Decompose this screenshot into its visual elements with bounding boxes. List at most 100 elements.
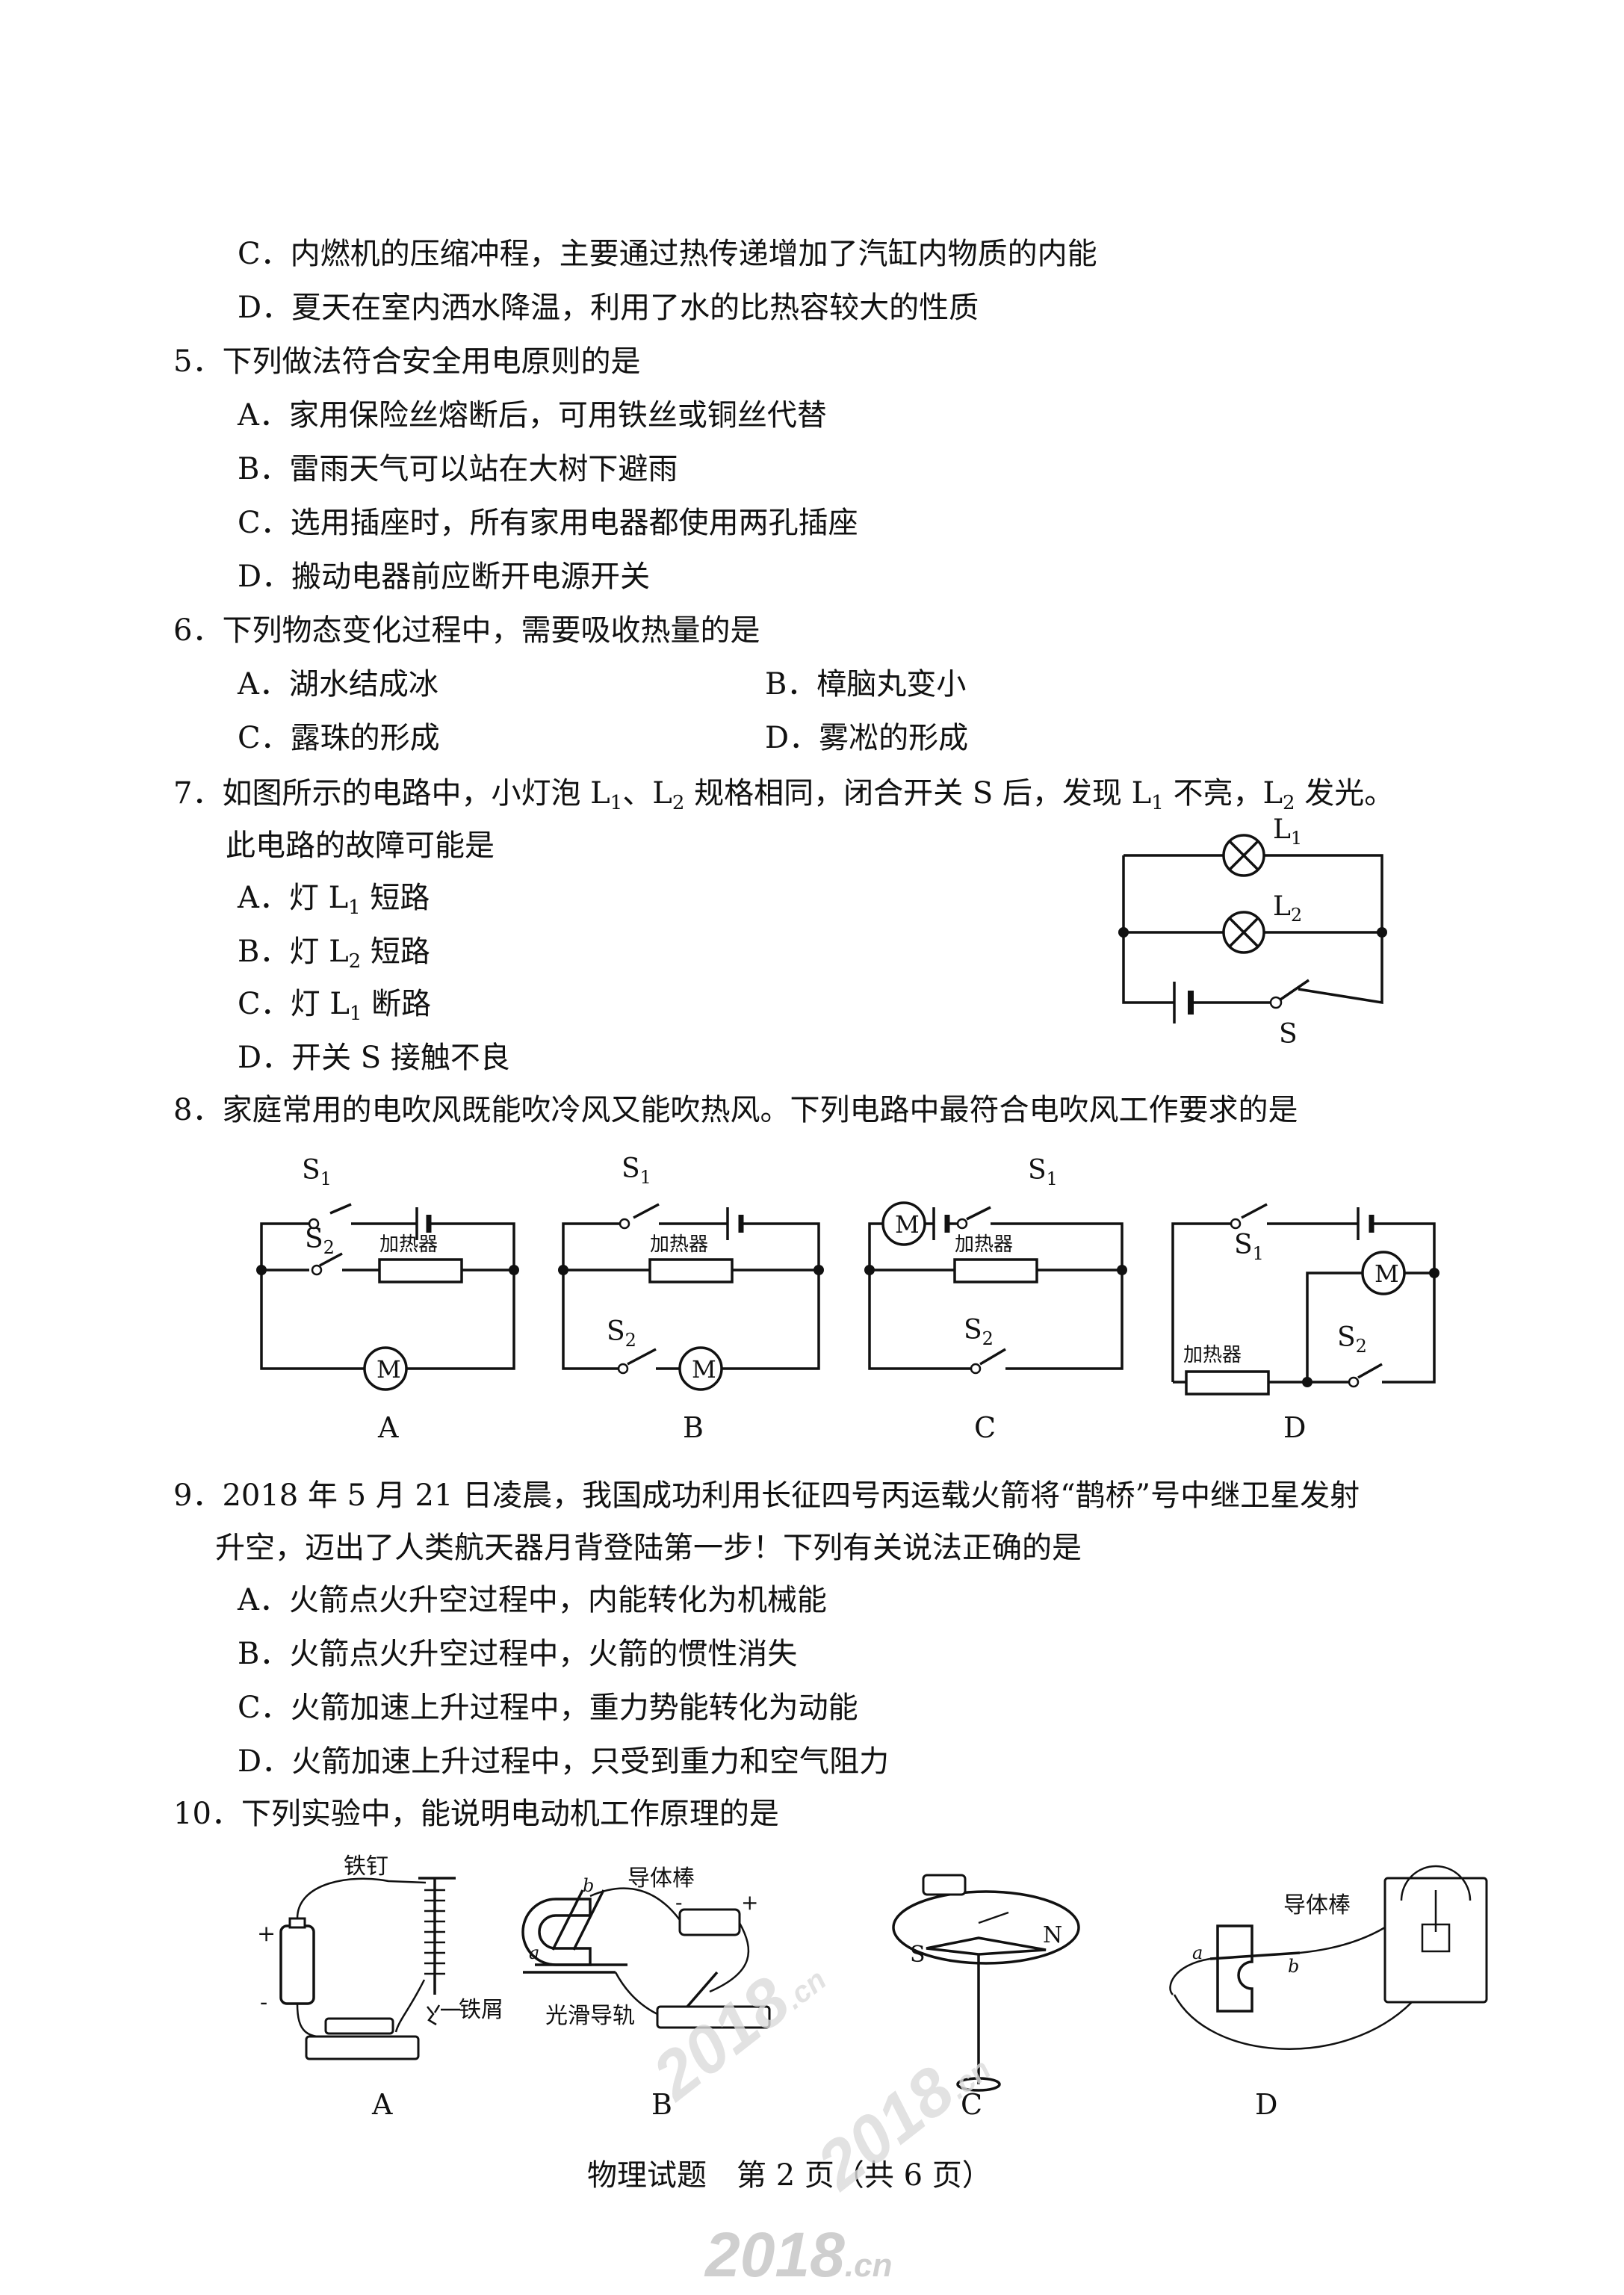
option-label-b: B [683,1411,704,1444]
switch-s1-label: S1 [622,1153,651,1188]
heater-label: 加热器 [379,1233,438,1256]
option-label-c: C [974,1411,996,1444]
q6-option-d: D．雾凇的形成 [765,721,969,755]
q5-stem: 5．下列做法符合安全用电原则的是 [173,344,641,379]
a-label: a [1192,1942,1203,1963]
q6-option-c: C．露珠的形成 [238,721,440,755]
q7-option-part: 短路 [361,935,430,969]
s-label: S [1279,1019,1298,1050]
experiment-c: N S [892,1874,1080,2092]
q5-option-d: D．搬动电器前应断开电源开关 [238,560,651,594]
minus-sign: - [260,1989,267,2016]
q7-stem-part: 规格相同，闭合开关 S 后，发现 L [684,776,1152,811]
switch-s1-label: S1 [302,1155,332,1189]
q6-stem: 6．下列物态变化过程中，需要吸收热量的是 [173,613,760,648]
b-label: b [1288,1956,1299,1977]
circuit-a [256,1203,519,1391]
q8-stem: 8．家庭常用的电吹风既能吹冷风又能吹热风。下列电路中最符合电吹风工作要求的是 [173,1093,1298,1127]
switch-s2-label: S2 [305,1224,335,1258]
heater-label: 加热器 [650,1233,708,1256]
q9-option-b: B．火箭点火升空过程中，火箭的惯性消失 [238,1637,798,1671]
q7-option-part: C．灯 L [238,987,350,1021]
q9-option-a: A．火箭点火升空过程中，内能转化为机械能 [238,1583,827,1617]
q8-circuit-diagrams: M M M M 加热器 加热器 加热器 加热器 S1 S2 S1 S2 S1 S… [256,1153,1439,1444]
subscript: 1 [349,1003,362,1025]
q7-stem-line2: 此电路的故障可能是 [226,829,495,863]
logo-text: .cn [844,2247,893,2284]
subscript: 2 [672,792,685,814]
plus-sign: + [257,1921,276,1947]
q5-option-c: C．选用插座时，所有家用电器都使用两孔插座 [238,506,858,540]
s-pole-label: S [910,1942,926,1968]
iron-nail-label: 铁钉 [344,1853,388,1880]
subscript: 2 [1283,792,1295,814]
iron-filings-label: 铁屑 [459,1997,503,2023]
q7-stem-part: 发光。 [1295,776,1395,811]
q10-experiment-figures: 铁钉 铁屑 + - a b 导体棒 - + 光滑导轨 N S [257,1853,1488,2121]
lamp-l1-icon [1222,834,1265,877]
conductor-rod-label: 导体棒 [627,1865,695,1892]
option-label-b: B [651,2088,672,2121]
q7-option-part: B．灯 L [238,935,349,969]
motor-label: M [376,1355,401,1384]
experiment-a: 铁钉 铁屑 + - [257,1853,503,2060]
circuit-c [864,1201,1127,1375]
q7-stem-part: 不亮，L [1163,776,1283,811]
bottom-logo: 2018.cn [705,2219,892,2291]
page-footer: 物理试题 第 2 页（共 6 页） [587,2158,992,2193]
subscript: 1 [348,896,361,919]
experiment-b: a b 导体棒 - + 光滑导轨 [521,1865,771,2029]
option-label-d: D [1283,1411,1306,1444]
q7-option-part: 断路 [362,987,432,1021]
switch-s2-label: S2 [964,1315,994,1349]
q7-option-b: B．灯 L2 短路 [238,934,430,979]
q9-stem-line2: 升空，迈出了人类航天器月背登陆第一步！下列有关说法正确的是 [215,1531,1082,1565]
l2-label: L2 [1273,891,1302,926]
q9-option-d: D．火箭加速上升过程中，只受到重力和空气阻力 [238,1744,890,1779]
smooth-rail-label: 光滑导轨 [545,2003,635,2029]
q5-option-a: A．家用保险丝熔断后，可用铁丝或铜丝代替 [238,398,827,433]
subscript: 2 [348,950,362,973]
option-label-a: A [371,2088,393,2121]
q7-stem-part: 、L [622,776,672,811]
minus-sign: - [675,1890,682,1915]
q7-option-d: D．开关 S 接触不良 [238,1041,510,1075]
switch-s1-label: S1 [1028,1155,1058,1189]
logo-text: 2018 [705,2220,845,2290]
circuit-b [558,1203,824,1391]
q6-option-a: A．湖水结成冰 [238,667,438,701]
option-label-d: D [1255,2088,1277,2121]
heater-label: 加热器 [955,1233,1013,1256]
q4-option-d: D．夏天在室内洒水降温，利用了水的比热容较大的性质 [238,291,979,325]
switch-s2-label: S2 [607,1316,636,1351]
experiment-d: a b 导体棒 [1169,1865,1488,2050]
motor-label: M [1374,1260,1399,1288]
heater-label: 加热器 [1183,1344,1242,1366]
q9-option-c: C．火箭加速上升过程中，重力势能转化为动能 [238,1691,858,1725]
n-pole-label: N [1043,1922,1062,1948]
q6-option-b: B．樟脑丸变小 [765,667,967,701]
plus-sign: + [741,1890,758,1915]
l1-label: L1 [1273,814,1302,849]
q4-option-c: C．内燃机的压缩冲程，主要通过热传递增加了汽缸内物质的内能 [238,237,1097,271]
q7-option-a: A．灯 L1 短路 [238,880,430,926]
q7-option-part: A．灯 L [238,881,349,915]
q7-circuit-diagram: L1 L2 S [1118,814,1387,1050]
q10-stem: 10．下列实验中，能说明电动机工作原理的是 [173,1797,779,1831]
circuit-d [1171,1203,1439,1396]
q7-stem: 7．如图所示的电路中，小灯泡 L1、L2 规格相同，闭合开关 S 后，发现 L1… [173,775,1394,821]
lamp-l2-icon [1222,911,1265,954]
q7-stem-part: 7．如图所示的电路中，小灯泡 L [173,776,610,811]
motor-label: M [895,1210,920,1239]
q7-option-part: 短路 [360,881,430,915]
motor-label: M [692,1355,716,1384]
q9-stem-line1: 9．2018 年 5 月 21 日凌晨，我国成功利用长征四号丙运载火箭将“鹊桥”… [173,1478,1360,1513]
subscript: 1 [1151,792,1164,814]
a-label: a [529,1942,539,1963]
q7-option-c: C．灯 L1 断路 [238,986,431,1032]
b-label: b [583,1875,594,1896]
switch-s2-label: S2 [1337,1322,1367,1357]
subscript: 1 [610,792,623,814]
switch-s1-label: S1 [1234,1230,1264,1264]
option-label-c: C [961,2088,982,2121]
